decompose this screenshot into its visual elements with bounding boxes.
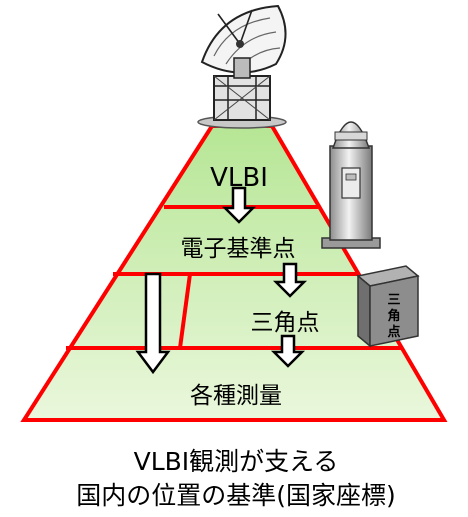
caption-line1: VLBI観測が支える [134,447,339,476]
stone-marker-text-line2: 角 [387,308,400,324]
arrow-gnss-to-triangulation [272,262,308,298]
tier-label-triangulation: 三角点 [251,310,320,336]
arrow-gnss-to-surveys [135,272,171,375]
arrow-vlbi-to-gnss [221,186,257,224]
stone-marker-text-line1: 三 [387,293,400,308]
arrow-triangulation-to-surveys [270,334,306,368]
stone-marker-text-line3: 点 [387,324,400,340]
flow-arrows [135,186,308,375]
caption-line2: 国内の位置の基準(国家座標) [76,481,396,510]
tier-label-vlbi: VLBI [210,163,268,193]
gnss-station-pillar-icon [321,121,381,249]
triangulation-stone-icon: 三 角 点 [356,265,420,348]
tier-label-gnss-station: 電子基準点 [181,236,296,262]
radio-telescope-icon [197,4,287,129]
tier-label-surveys: 各種測量 [190,383,282,409]
tier-divider-triangulation-box [178,273,192,349]
